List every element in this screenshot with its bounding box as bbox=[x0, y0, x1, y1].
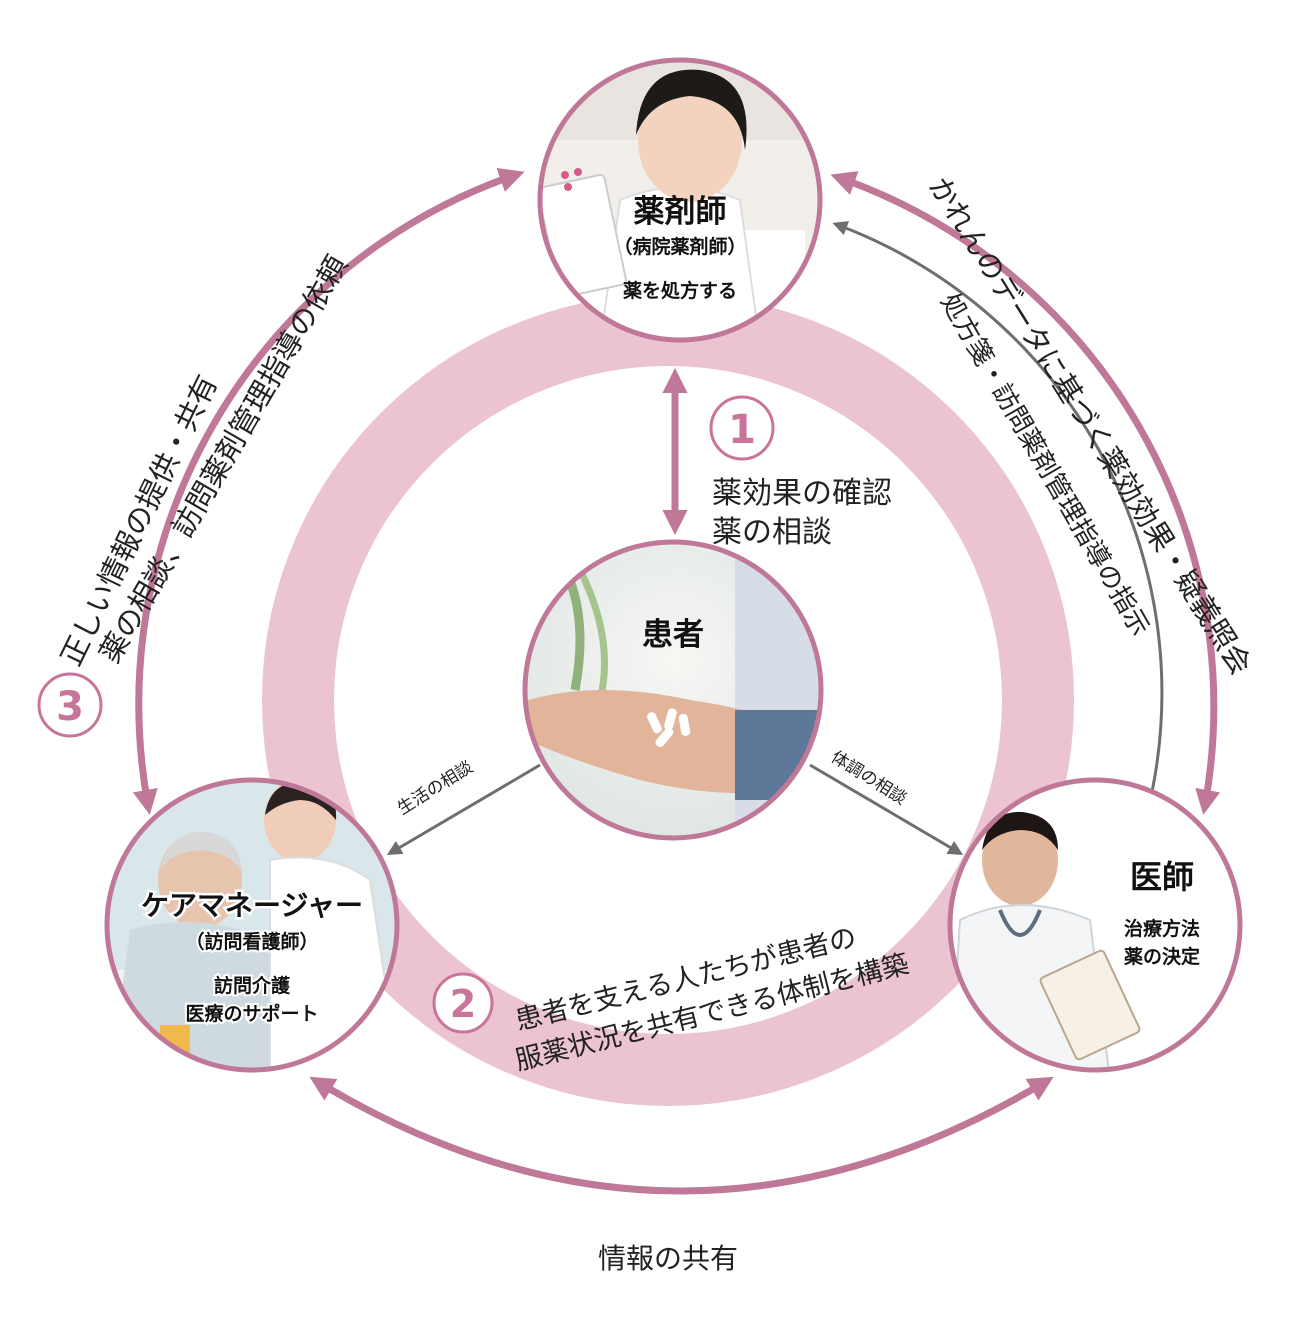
pharmacist-role: 薬を処方する bbox=[622, 279, 737, 302]
patient-title: 患者 bbox=[642, 617, 704, 653]
care-manager-subtitle: （訪問看護師） bbox=[185, 930, 318, 953]
pharmacist-title: 薬剤師 bbox=[634, 194, 727, 230]
pharmacist-subtitle: （病院薬剤師） bbox=[613, 235, 746, 258]
patient-node: 患者 bbox=[525, 540, 830, 840]
step1-line2: 薬の相談 bbox=[712, 515, 832, 550]
doctor-role-line2: 薬の決定 bbox=[1123, 945, 1200, 968]
doctor-photo bbox=[950, 780, 1250, 1080]
step1-number: 1 bbox=[728, 407, 756, 453]
care-manager-title: ケアマネージャー bbox=[141, 889, 363, 922]
doctor-title: 医師 bbox=[1130, 858, 1194, 896]
step2-number: 2 bbox=[450, 982, 476, 1026]
bottom-label: 情報の共有 bbox=[598, 1242, 738, 1275]
right-outer-label: かれんのデータに基づく薬効効果・疑義照会 bbox=[922, 171, 1258, 681]
care-manager-role-line1: 訪問介護 bbox=[214, 974, 291, 997]
care-manager-role-line2: 医療のサポート bbox=[185, 1002, 318, 1025]
step3-number: 3 bbox=[56, 684, 84, 730]
care-manager-node: ケアマネージャー （訪問看護師） 訪問介護 医療のサポート bbox=[105, 778, 405, 1080]
doctor-role-line1: 治療方法 bbox=[1124, 917, 1200, 940]
doctor-node: 医師 治療方法 薬の決定 bbox=[950, 780, 1250, 1080]
step1-line1: 薬効果の確認 bbox=[712, 476, 892, 511]
